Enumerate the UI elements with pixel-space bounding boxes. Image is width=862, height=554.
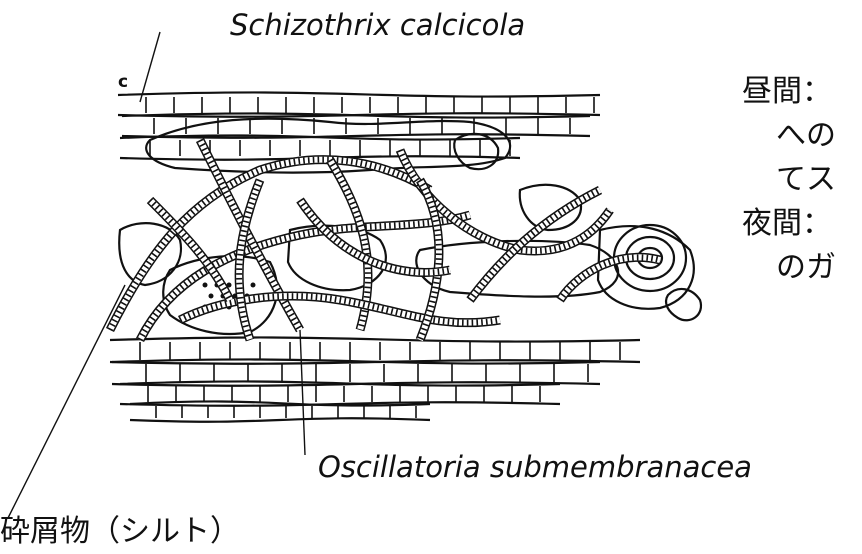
side-line-3: てス — [742, 158, 836, 202]
schizothrix-leader — [140, 32, 160, 102]
oscillatoria-leader — [300, 330, 305, 455]
debris-leader — [8, 285, 125, 518]
side-line-4: 夜間： — [742, 202, 836, 246]
oscillatoria-label: Oscillatoria submembranacea — [318, 450, 752, 484]
side-caption: 昼間： への てス 夜間： のガ — [742, 70, 836, 290]
debris-label: 砕屑物（シルト） — [0, 506, 240, 550]
stipple-dot — [251, 283, 256, 288]
side-line-5: のガ — [742, 246, 836, 290]
side-line-1: 昼間： — [742, 70, 836, 114]
panel-letter: c — [118, 72, 128, 92]
stipple-dot — [203, 283, 208, 288]
schizothrix-label: Schizothrix calcicola — [230, 8, 525, 42]
stipple-dot — [209, 294, 214, 299]
side-line-2: への — [742, 114, 836, 158]
